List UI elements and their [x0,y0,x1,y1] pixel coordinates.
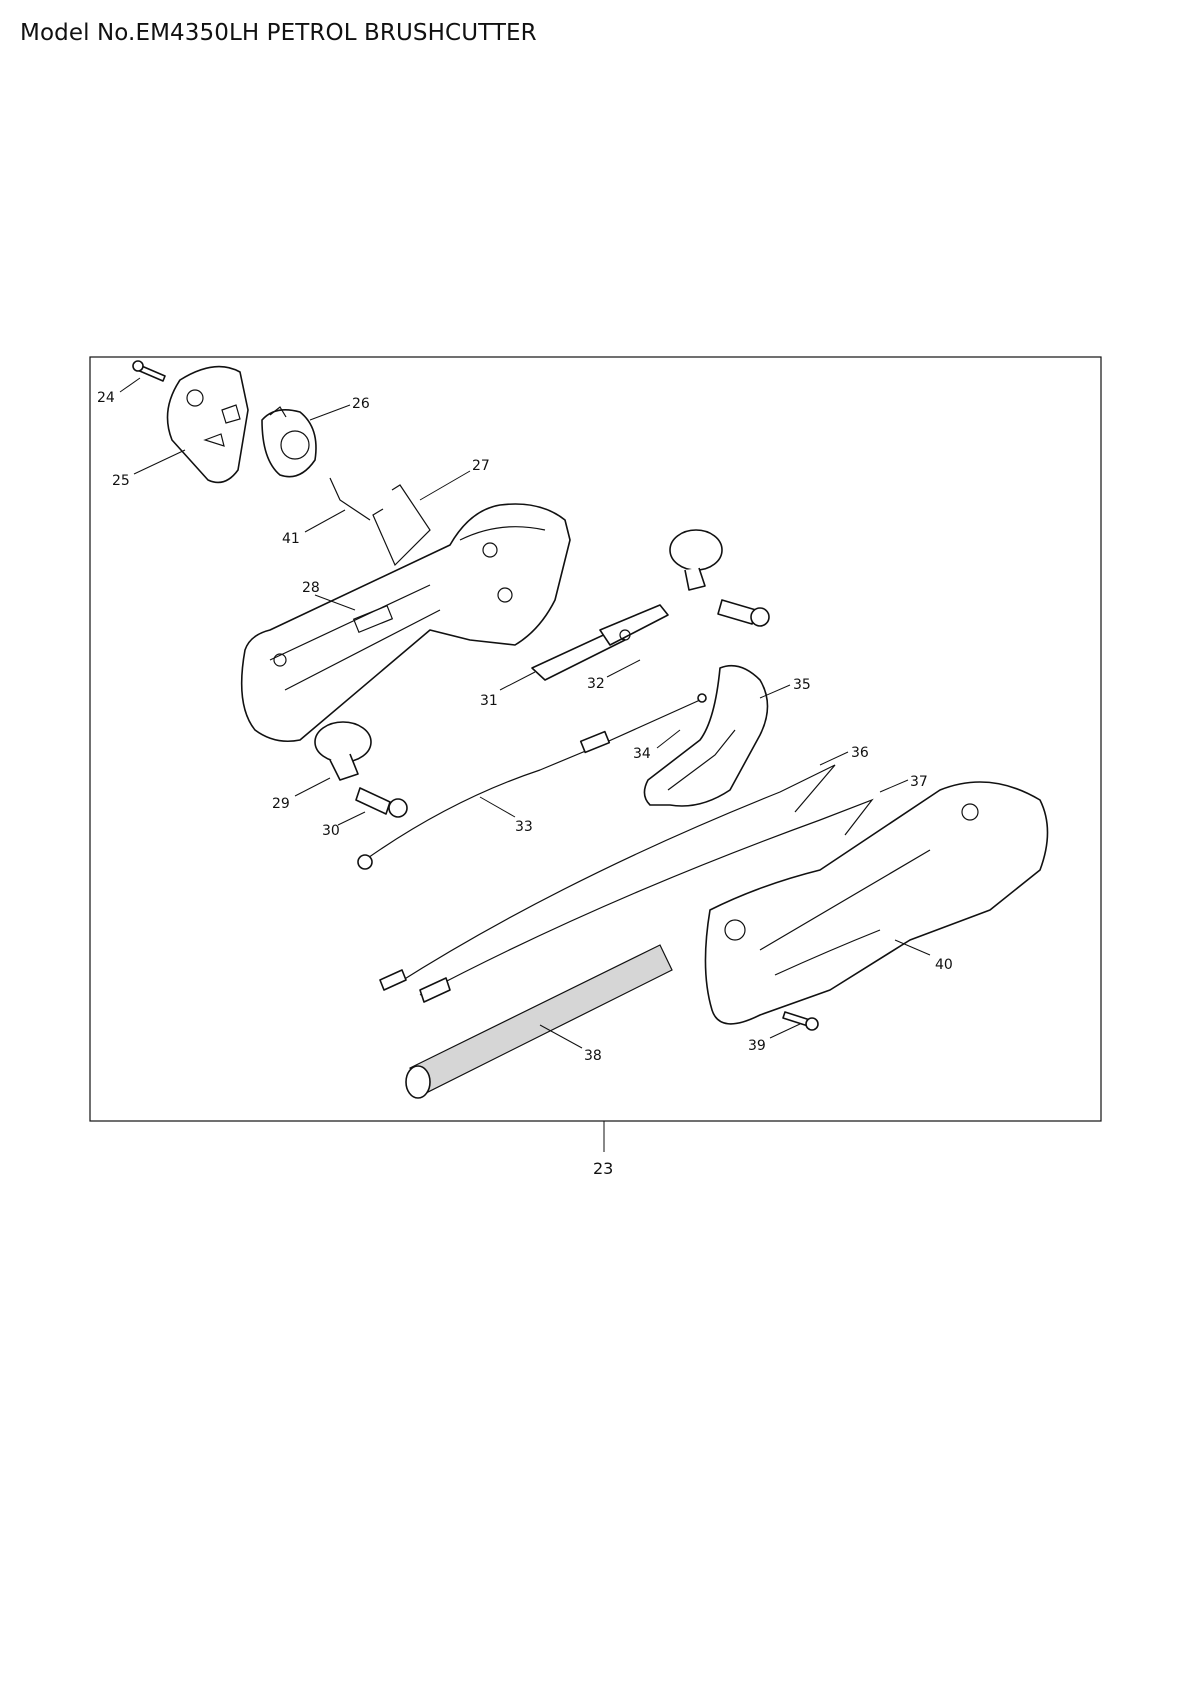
callout-labels: 24 25 26 27 41 28 31 32 35 34 29 30 33 3… [97,390,953,1178]
callout-38: 38 [584,1048,602,1064]
part-32-throttle-trigger [599,604,669,646]
callout-31: 31 [480,693,498,709]
callout-29: 29 [272,796,290,812]
callout-27: 27 [472,458,490,474]
callout-24: 24 [97,390,115,406]
callout-33: 33 [515,819,533,835]
callout-28: 28 [302,580,320,596]
page-title: Model No.EM4350LH PETROL BRUSHCUTTER [20,20,537,46]
wire-ends [379,969,451,1003]
callout-30: 30 [322,823,340,839]
callout-35: 35 [793,677,811,693]
callout-37: 37 [910,774,928,790]
part-38-coil-spring [405,944,673,1099]
part-30-bolt [355,787,408,818]
leader-lines [119,377,931,1049]
callout-39: 39 [748,1038,766,1054]
callout-26: 26 [352,396,370,412]
part-36-wire [394,764,836,986]
part-37-wire [419,798,874,996]
part-26-switch-knob [261,406,317,478]
part-41-wire [329,477,371,521]
part-24-screw [132,360,166,382]
part-29-clamp [314,721,372,781]
callout-41: 41 [282,531,300,547]
callout-32: 32 [587,676,605,692]
callout-25: 25 [112,473,130,489]
part-upper-clamp [669,529,770,627]
part-27-wire-spring [372,484,431,567]
part-25-handle-cover [166,365,249,484]
part-33-throttle-cable [357,693,707,870]
callout-36: 36 [851,745,869,761]
part-28-handle-housing [240,503,571,743]
assembly-number-label: 23 [593,1159,613,1178]
callout-34: 34 [633,746,651,762]
part-40-rear-handle [704,781,1049,1025]
part-39-screw [782,1011,819,1031]
callout-40: 40 [935,957,953,973]
part-35-trigger-housing [643,664,769,807]
assembly-frame [89,356,1102,1122]
